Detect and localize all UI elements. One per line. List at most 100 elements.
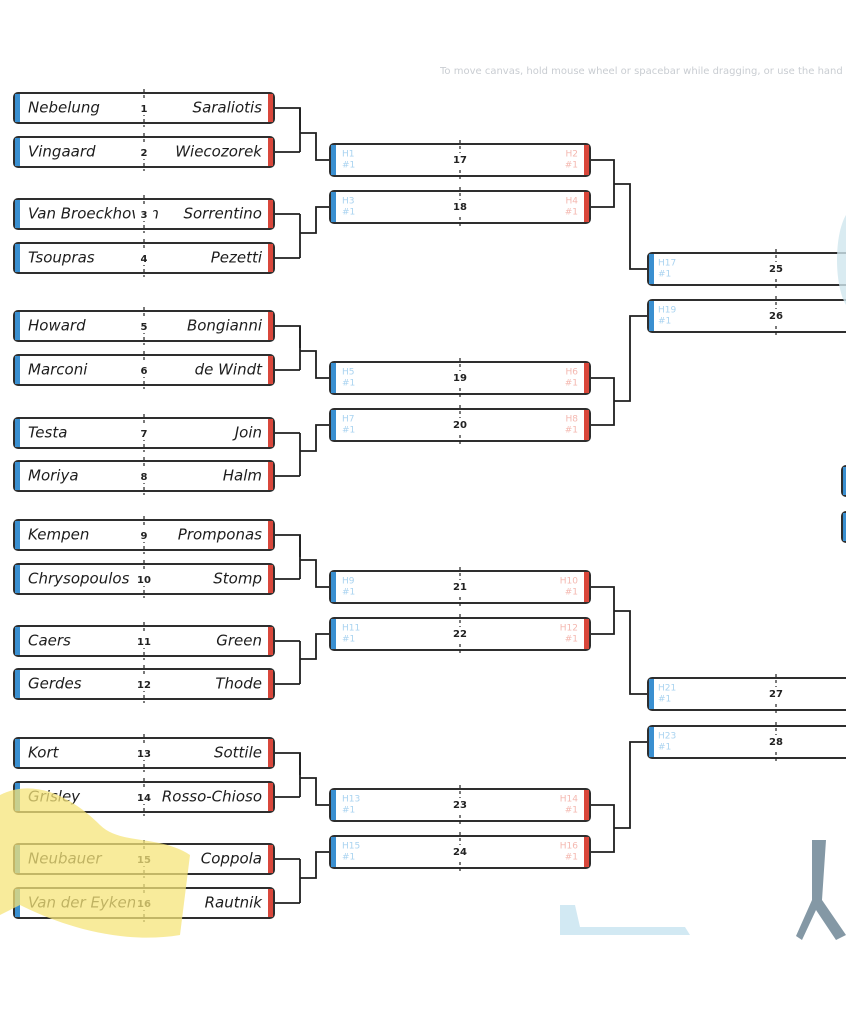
away-accent-bar bbox=[268, 462, 273, 490]
home-team-name: Vingaard bbox=[28, 143, 96, 161]
bracket-connector bbox=[300, 633, 330, 660]
away-placeholder: H16 bbox=[560, 842, 578, 852]
home-team-name: Kort bbox=[28, 744, 60, 762]
home-placeholder-seed: #1 bbox=[342, 635, 355, 645]
away-accent-bar bbox=[268, 889, 273, 917]
home-team-name: Nebelung bbox=[28, 99, 100, 117]
home-accent-bar bbox=[15, 670, 20, 698]
match-20[interactable]: H7#1H8#120 bbox=[329, 405, 591, 445]
home-accent-bar bbox=[15, 627, 20, 655]
match-number-bg bbox=[450, 418, 470, 432]
home-placeholder: H11 bbox=[342, 624, 360, 634]
away-accent-bar bbox=[584, 837, 589, 867]
match-number: 1 bbox=[141, 104, 148, 115]
home-accent-bar bbox=[649, 301, 654, 331]
away-team-name: Coppola bbox=[201, 850, 262, 868]
home-team-name: Kempen bbox=[28, 526, 89, 544]
match-number-bg bbox=[135, 319, 153, 333]
match-17[interactable]: H1#1H2#117 bbox=[329, 140, 591, 180]
away-accent-bar bbox=[268, 845, 273, 873]
away-team-name: Bongianni bbox=[187, 317, 263, 335]
away-placeholder-seed: #1 bbox=[565, 379, 578, 389]
match-number-bg bbox=[135, 790, 153, 804]
match-number: 12 bbox=[137, 680, 151, 691]
away-team-name: Stomp bbox=[213, 570, 262, 588]
match-19[interactable]: H5#1H6#119 bbox=[329, 358, 591, 398]
away-team-name: Sorrentino bbox=[183, 205, 262, 223]
home-accent-bar bbox=[15, 521, 20, 549]
home-accent-bar bbox=[843, 467, 846, 495]
match-3[interactable]: Van Broeckhoven Sorrentino 3 bbox=[13, 195, 275, 233]
match-number-bg bbox=[135, 746, 153, 760]
home-accent-bar bbox=[331, 790, 336, 820]
match-18[interactable]: H3#1H4#118 bbox=[329, 187, 591, 227]
away-accent-bar bbox=[268, 356, 273, 384]
match-number: 21 bbox=[453, 582, 467, 593]
home-accent-bar bbox=[15, 356, 20, 384]
home-team-name: Testa bbox=[28, 424, 67, 442]
match-number-bg bbox=[450, 580, 470, 594]
away-accent-bar bbox=[268, 312, 273, 340]
home-placeholder-seed: #1 bbox=[342, 379, 355, 389]
away-accent-bar bbox=[584, 363, 589, 393]
bracket-connector bbox=[590, 804, 615, 853]
match-number-bg bbox=[450, 627, 470, 641]
home-placeholder: H9 bbox=[342, 577, 355, 587]
home-accent-bar bbox=[331, 145, 336, 175]
bracket-connector bbox=[614, 741, 648, 829]
home-placeholder: H15 bbox=[342, 842, 360, 852]
away-team-name: Wiecozorek bbox=[175, 143, 263, 161]
match-number: 28 bbox=[769, 737, 783, 748]
home-placeholder-seed: #1 bbox=[658, 743, 671, 753]
home-placeholder: H19 bbox=[658, 306, 676, 316]
bracket-connector bbox=[300, 851, 330, 879]
match-number-bg bbox=[450, 371, 470, 385]
away-placeholder: H2 bbox=[566, 150, 579, 160]
away-accent-bar bbox=[268, 783, 273, 811]
match-number: 27 bbox=[769, 689, 783, 700]
home-placeholder: H1 bbox=[342, 150, 355, 160]
match-number: 13 bbox=[137, 749, 151, 760]
away-placeholder-seed: #1 bbox=[565, 426, 578, 436]
match-number: 18 bbox=[453, 202, 467, 213]
home-accent-bar bbox=[331, 363, 336, 393]
home-team-name: Van Broeckhoven bbox=[28, 205, 159, 223]
match-number-bg bbox=[135, 251, 153, 265]
match-number-bg bbox=[135, 426, 153, 440]
home-accent-bar bbox=[649, 679, 654, 709]
background-artwork-yellow bbox=[0, 788, 190, 938]
match-box-frame bbox=[647, 677, 846, 711]
bracket-connector bbox=[274, 107, 301, 130]
away-placeholder: H6 bbox=[566, 368, 579, 378]
home-accent-bar bbox=[649, 254, 654, 284]
bracket-connector bbox=[300, 206, 330, 234]
match-number: 10 bbox=[137, 575, 151, 586]
match-number-bg bbox=[135, 572, 153, 586]
match-number: 3 bbox=[141, 210, 148, 221]
away-team-name: Rosso-Chioso bbox=[162, 788, 262, 806]
home-placeholder: H13 bbox=[342, 795, 360, 805]
away-accent-bar bbox=[584, 410, 589, 440]
home-accent-bar bbox=[15, 200, 20, 228]
